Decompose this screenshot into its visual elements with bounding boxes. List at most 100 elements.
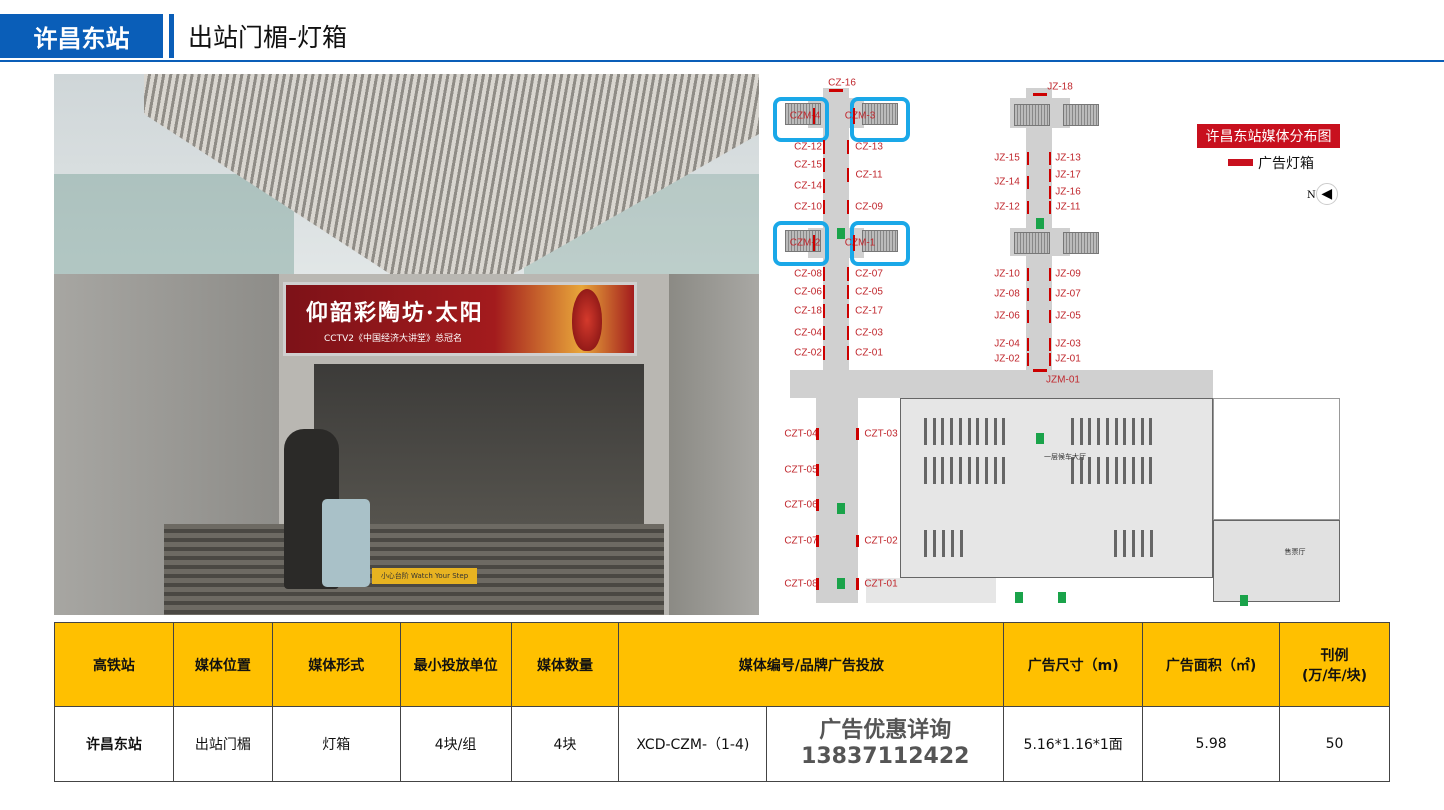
czt-label: CZT-06 — [784, 499, 818, 511]
site-photo: 仰韶彩陶坊·太阳 CCTV2《中国经济大讲堂》总冠名 小心台阶 Watch Yo… — [54, 74, 759, 615]
seat-icon — [932, 457, 936, 484]
seat-icon — [1131, 457, 1135, 484]
lightbox-ad: 仰韶彩陶坊·太阳 CCTV2《中国经济大讲堂》总冠名 — [283, 282, 637, 356]
lightbox-marker — [847, 326, 849, 340]
cz-label: CZ-16 — [828, 77, 856, 89]
cz-label: CZ-09 — [855, 201, 883, 213]
seat-icon — [950, 457, 954, 484]
czm-label: CZM-4 — [789, 110, 821, 122]
legend-lightbox-swatch — [1228, 159, 1253, 166]
seat-icon — [1131, 418, 1135, 445]
seat-icon — [960, 530, 963, 557]
header-separator — [169, 14, 174, 58]
jz-label: JZ-15 — [994, 152, 1020, 164]
col-position: 媒体位置 — [172, 622, 273, 707]
cz-label: CZ-11 — [855, 169, 883, 181]
lightbox-marker — [823, 304, 825, 318]
lightbox-marker — [816, 578, 819, 590]
lightbox-marker — [1049, 268, 1051, 281]
escalator-icon — [1063, 232, 1099, 254]
lightbox-marker — [856, 428, 859, 440]
seat-icon — [1149, 457, 1153, 484]
seat-icon — [984, 418, 988, 445]
lightbox-marker — [847, 267, 849, 281]
lightbox-marker — [823, 267, 825, 281]
promo-phone: 13837112422 — [801, 744, 970, 769]
escalator-icon — [862, 103, 898, 125]
exit-sign-icon — [1036, 218, 1044, 229]
seat-icon — [924, 530, 927, 557]
czt-label: CZT-02 — [864, 535, 898, 547]
promo-text: 广告优惠详询 — [819, 718, 952, 743]
seat-icon — [1002, 418, 1006, 445]
col-size: 广告尺寸（m) — [1003, 622, 1144, 707]
lightbox-marker — [823, 158, 825, 172]
lightbox-marker — [1049, 186, 1051, 199]
seat-icon — [993, 418, 997, 445]
cz-label: CZ-14 — [794, 180, 822, 192]
cz-label: CZ-02 — [794, 347, 822, 359]
lightbox-marker — [829, 89, 843, 92]
lightbox-marker — [853, 108, 855, 124]
seat-icon — [976, 457, 980, 484]
compass-label: N — [1307, 190, 1316, 201]
ticket-hall — [1213, 520, 1340, 602]
lightbox-marker — [1027, 353, 1029, 366]
jz-label: JZ-08 — [994, 288, 1020, 300]
cz-label: CZ-06 — [794, 286, 822, 298]
lightbox-marker — [823, 179, 825, 193]
lightbox-marker — [1049, 152, 1051, 165]
cell-size: 5.16*1.16*1面 — [1003, 706, 1144, 782]
photo-suitcase — [322, 499, 370, 587]
seat-icon — [1123, 530, 1126, 557]
col-price: 刊例 (万/年/块) — [1279, 622, 1390, 707]
lightbox-marker — [816, 464, 819, 476]
lightbox-marker — [1049, 310, 1051, 323]
header-divider — [0, 60, 1444, 62]
cz-label: CZ-12 — [794, 141, 822, 153]
cell-min-unit: 4块/组 — [399, 706, 512, 782]
lightbox-marker — [1049, 353, 1051, 366]
jz-label: JZ-11 — [1055, 201, 1081, 213]
jz-label: JZ-03 — [1055, 338, 1081, 350]
escalator-icon — [785, 103, 821, 125]
czt-label: CZT-07 — [784, 535, 818, 547]
media-table: 高铁站 媒体位置 媒体形式 最小投放单位 媒体数量 媒体编号/品牌广告投放 广告… — [54, 622, 1390, 782]
jz-label: JZ-14 — [994, 176, 1020, 188]
cz-label: CZ-10 — [794, 201, 822, 213]
seat-icon — [1088, 418, 1092, 445]
seat-icon — [976, 418, 980, 445]
photo-wall-right — [654, 274, 759, 615]
lightbox-marker — [823, 140, 825, 154]
jz-label: JZ-16 — [1055, 186, 1081, 198]
seat-icon — [950, 418, 954, 445]
czt-label: CZT-08 — [784, 578, 818, 590]
seat-icon — [984, 457, 988, 484]
lightbox-marker — [1027, 310, 1029, 323]
seat-icon — [967, 418, 971, 445]
czt-corridor — [816, 398, 858, 603]
col-min-unit: 最小投放单位 — [399, 622, 512, 707]
seat-icon — [958, 457, 962, 484]
escalator-icon — [1063, 104, 1099, 126]
jz-label: JZ-13 — [1055, 152, 1081, 164]
cz-label: CZ-04 — [794, 327, 822, 339]
seat-icon — [1071, 457, 1074, 484]
exit-sign-icon — [1058, 592, 1066, 603]
highlight-czm-4 — [773, 97, 829, 142]
czt-label: CZT-03 — [864, 428, 898, 440]
escalator-icon — [1014, 232, 1050, 254]
concourse — [790, 370, 1213, 398]
seat-icon — [1097, 457, 1101, 484]
hall-lower — [866, 578, 996, 603]
seat-icon — [924, 457, 927, 484]
cell-form: 灯箱 — [271, 706, 401, 782]
seat-icon — [1114, 457, 1118, 484]
jz-label: JZ-05 — [1055, 310, 1081, 322]
cz-label: CZ-03 — [855, 327, 883, 339]
seat-icon — [1088, 457, 1092, 484]
lightbox-marker — [816, 428, 819, 440]
seat-icon — [1140, 418, 1144, 445]
czt-label: CZT-05 — [784, 464, 818, 476]
